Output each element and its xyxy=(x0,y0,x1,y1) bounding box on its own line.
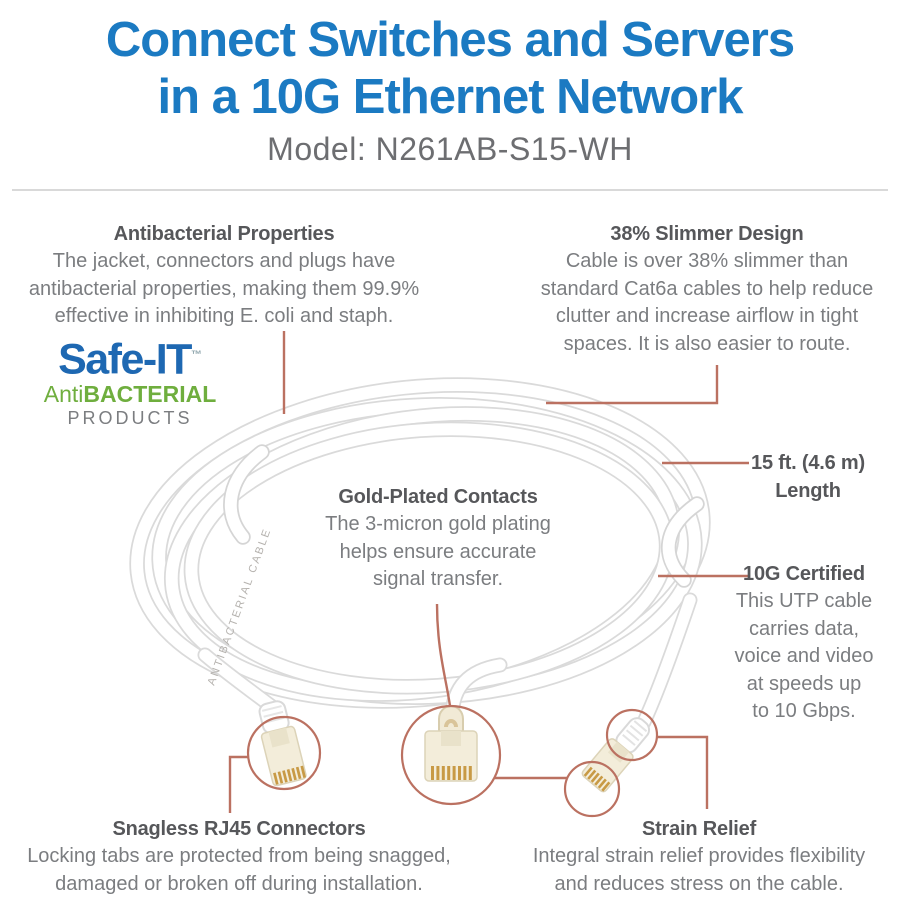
callout-antibacterial-body: The jacket, connectors and plugs have an… xyxy=(28,250,420,327)
leader-snagless xyxy=(228,755,249,813)
logo-tagline: PRODUCTS xyxy=(67,408,193,429)
callout-gold-contacts-body: The 3-micron gold plating helps ensure a… xyxy=(325,513,551,590)
callout-snagless: Snagless RJ45 Connectors Locking tabs ar… xyxy=(8,816,470,898)
callout-slimmer-title: 38% Slimmer Design xyxy=(610,223,804,245)
divider-line xyxy=(12,189,888,191)
callout-gold-contacts: Gold-Plated Contacts The 3-micron gold p… xyxy=(287,484,589,594)
callout-strain-relief-title: Strain Relief xyxy=(641,818,757,840)
highlight-circle-strain-relief xyxy=(605,708,659,762)
leader-lines xyxy=(228,331,749,813)
leader-gold-contacts xyxy=(435,603,452,707)
callout-snagless-body: Locking tabs are protected from being sn… xyxy=(27,845,451,895)
logo-sub-anti: Anti xyxy=(43,381,84,408)
callout-slimmer: 38% Slimmer Design Cable is over 38% sli… xyxy=(518,221,896,358)
cable-tail-right xyxy=(636,592,698,730)
page-title: Connect Switches and Servers in a 10G Et… xyxy=(0,12,900,126)
callout-10g-certified: 10G Certified This UTP cable carries dat… xyxy=(710,561,898,726)
callout-gold-contacts-title: Gold-Plated Contacts xyxy=(338,486,538,508)
safe-it-logo: Safe-IT™ AntiBACTERIAL PRODUCTS xyxy=(24,333,236,429)
logo-brand-text: Safe-IT xyxy=(58,335,192,384)
page-title-line2: in a 10G Ethernet Network xyxy=(157,70,744,124)
leader-strain-relief xyxy=(657,735,709,809)
callout-strain-relief: Strain Relief Integral strain relief pro… xyxy=(496,816,900,898)
callout-snagless-title: Snagless RJ45 Connectors xyxy=(112,818,366,840)
logo-sub-bacterial: BACTERIAL xyxy=(83,381,217,408)
gold-pins-left xyxy=(273,765,306,785)
rj45-connector-right xyxy=(581,717,651,793)
highlight-circles xyxy=(246,704,659,818)
highlight-circle-left-connector xyxy=(246,715,322,791)
gold-pins-right xyxy=(583,766,611,792)
highlight-circle-middle-connector xyxy=(400,704,502,806)
callout-length: 15 ft. (4.6 m) Length xyxy=(720,449,896,506)
cable-wrap-left xyxy=(223,444,270,545)
callout-slimmer-body: Cable is over 38% slimmer than standard … xyxy=(540,250,874,355)
callout-antibacterial-title: Antibacterial Properties xyxy=(113,223,335,245)
gold-pins-middle xyxy=(431,766,472,780)
logo-brand: Safe-IT™ xyxy=(24,333,236,381)
callout-10g-certified-title: 10G Certified xyxy=(743,563,865,585)
callout-length-title: 15 ft. (4.6 m) Length xyxy=(751,452,865,502)
page-title-line1: Connect Switches and Servers xyxy=(105,13,795,67)
callout-antibacterial: Antibacterial Properties The jacket, con… xyxy=(8,221,440,331)
rj45-connector-left xyxy=(258,700,307,787)
rj45-connector-middle xyxy=(424,705,478,782)
callout-10g-certified-body: This UTP cable carries data, voice and v… xyxy=(734,590,874,722)
cable-coil xyxy=(129,377,711,730)
callout-strain-relief-body: Integral strain relief provides flexibil… xyxy=(532,845,866,895)
cable-wrap-right xyxy=(660,496,705,588)
trademark-symbol: ™ xyxy=(190,349,202,361)
model-number: Model: N261AB-S15-WH xyxy=(267,131,633,167)
leader-slimmer xyxy=(546,365,719,405)
highlight-circle-right-tip xyxy=(563,760,621,818)
cable-tail-left xyxy=(197,647,279,714)
logo-subtitle: AntiBACTERIAL xyxy=(24,381,236,407)
